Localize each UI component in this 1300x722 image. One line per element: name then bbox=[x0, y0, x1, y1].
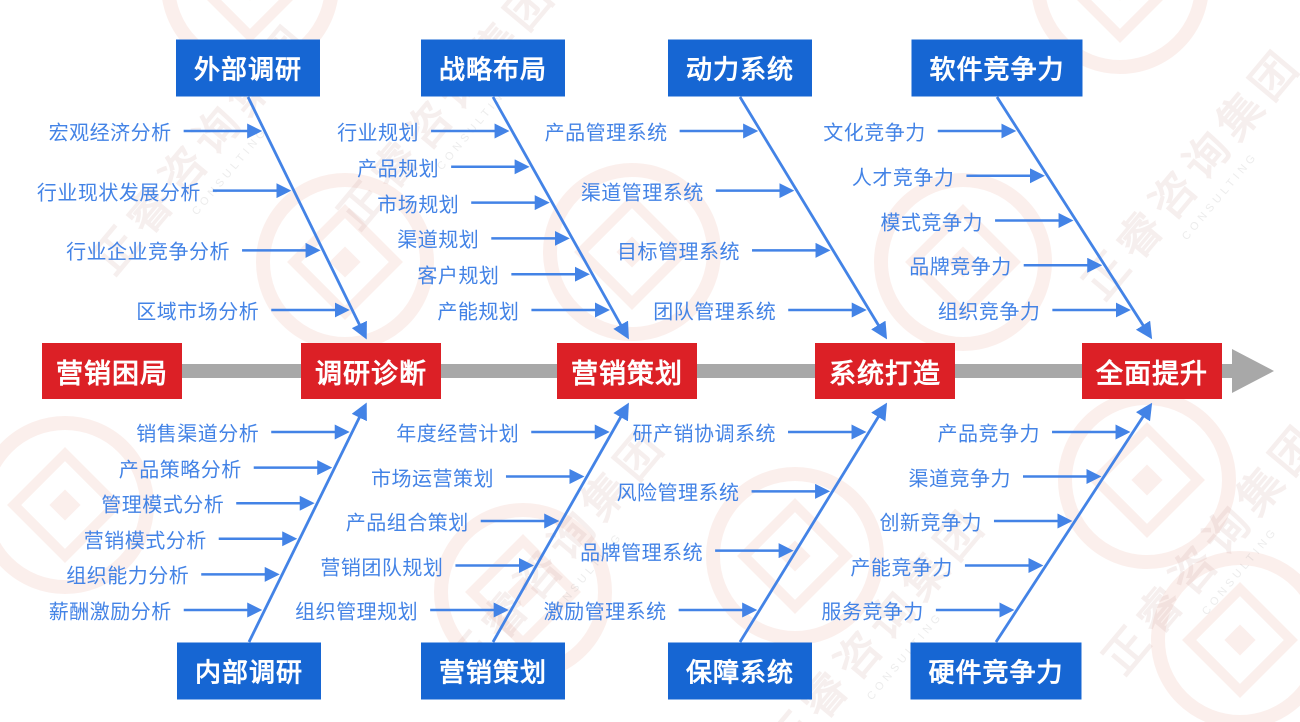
top-factor-label: 目标管理系统 bbox=[617, 241, 741, 264]
bottom-factor-label: 研产销协调系统 bbox=[632, 423, 777, 446]
top-category-box-2: 动力系统 bbox=[667, 39, 813, 97]
top-factor-label: 市场规划 bbox=[377, 194, 460, 217]
top-factor-label: 行业规划 bbox=[337, 122, 420, 145]
top-category-box-1: 战略布局 bbox=[420, 39, 566, 97]
top-factor-label: 组织竞争力 bbox=[937, 301, 1041, 324]
top-bone-2 bbox=[738, 96, 888, 340]
bottom-factor-label: 销售渠道分析 bbox=[136, 423, 260, 446]
top-bone-0 bbox=[246, 96, 367, 340]
top-bone-1 bbox=[491, 96, 629, 340]
stage-box-4: 全面提升 bbox=[1082, 343, 1222, 399]
bottom-category-box-1: 营销策划 bbox=[420, 642, 566, 700]
top-factor-label: 客户规划 bbox=[417, 265, 500, 288]
bottom-bone-0 bbox=[247, 402, 367, 643]
top-factor-label: 渠道管理系统 bbox=[580, 182, 704, 205]
bottom-factor-label: 薪酬激励分析 bbox=[48, 601, 172, 624]
bottom-bone-1 bbox=[491, 402, 629, 643]
top-factor-label: 品牌竞争力 bbox=[909, 256, 1012, 279]
top-category-box-3: 软件竞争力 bbox=[911, 39, 1083, 97]
top-factor-label: 行业企业竞争分析 bbox=[66, 241, 231, 264]
stage-box-2: 营销策划 bbox=[557, 343, 697, 399]
bottom-factor-label: 管理模式分析 bbox=[101, 494, 225, 517]
bottom-factor-label: 组织能力分析 bbox=[66, 565, 190, 588]
stage-box-0: 营销困局 bbox=[42, 343, 182, 399]
bottom-factor-label: 渠道竞争力 bbox=[908, 468, 1011, 490]
top-factor-label: 团队管理系统 bbox=[653, 301, 777, 324]
bottom-category-box-2: 保障系统 bbox=[667, 642, 813, 700]
top-factor-label: 人才竞争力 bbox=[851, 167, 955, 190]
top-factor-label: 模式竞争力 bbox=[880, 212, 984, 234]
bottom-factor-label: 营销团队规划 bbox=[320, 557, 444, 579]
top-factor-label: 区域市场分析 bbox=[136, 301, 260, 324]
bottom-bone-2 bbox=[738, 402, 888, 643]
stage-box-1: 调研诊断 bbox=[301, 343, 441, 399]
top-factor-label: 宏观经济分析 bbox=[48, 122, 172, 145]
bottom-factor-label: 品牌管理系统 bbox=[580, 542, 704, 565]
top-factor-label: 渠道规划 bbox=[397, 229, 480, 252]
bottom-factor-label: 年度经营计划 bbox=[396, 423, 520, 446]
bottom-category-box-3: 硬件竞争力 bbox=[910, 642, 1082, 700]
bottom-factor-label: 营销模式分析 bbox=[83, 530, 207, 553]
bottom-bone-3 bbox=[994, 402, 1153, 643]
stage-box-3: 系统打造 bbox=[815, 343, 955, 399]
top-category-box-0: 外部调研 bbox=[175, 39, 321, 97]
bottom-factor-label: 服务竞争力 bbox=[821, 601, 924, 624]
top-factor-label: 产能规划 bbox=[437, 301, 520, 324]
bottom-factor-label: 产品策略分析 bbox=[118, 459, 242, 482]
bottom-factor-label: 产品竞争力 bbox=[937, 423, 1041, 446]
top-factor-label: 产品管理系统 bbox=[544, 122, 668, 145]
bottom-factor-label: 产品组合策划 bbox=[345, 512, 469, 535]
top-factor-label: 行业现状发展分析 bbox=[36, 182, 201, 205]
spine-arrowhead-icon bbox=[1232, 349, 1274, 393]
top-factor-label: 文化竞争力 bbox=[823, 122, 926, 145]
bottom-factor-label: 激励管理系统 bbox=[543, 601, 667, 624]
bottom-factor-label: 风险管理系统 bbox=[616, 482, 740, 505]
bottom-factor-label: 产能竞争力 bbox=[850, 557, 953, 579]
bottom-factor-label: 创新竞争力 bbox=[879, 512, 982, 535]
bottom-factor-label: 组织管理规划 bbox=[295, 601, 419, 624]
top-factor-label: 产品规划 bbox=[357, 158, 440, 181]
bottom-factor-label: 市场运营策划 bbox=[370, 468, 494, 490]
bottom-category-box-0: 内部调研 bbox=[176, 642, 322, 700]
